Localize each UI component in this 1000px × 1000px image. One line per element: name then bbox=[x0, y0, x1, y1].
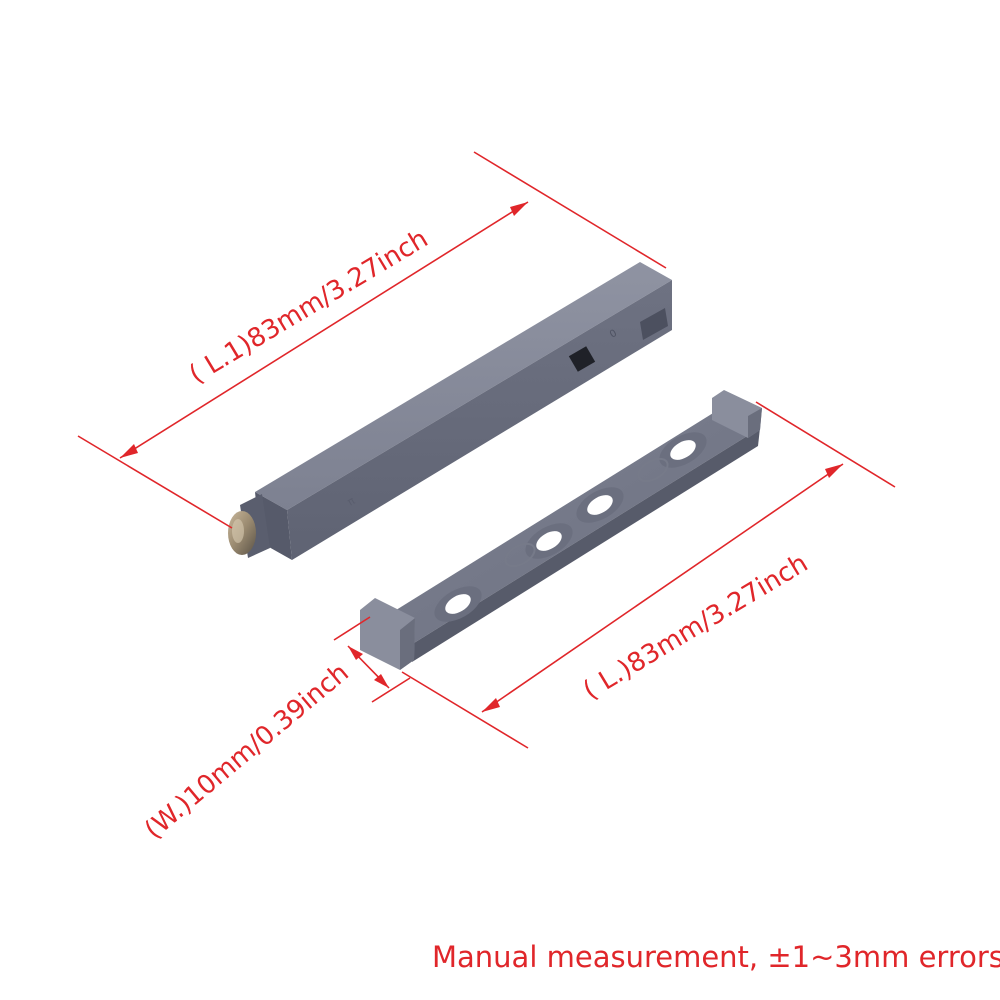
plate-edge bbox=[412, 428, 760, 662]
latch-top-face bbox=[255, 262, 672, 510]
screw-holes bbox=[434, 432, 707, 622]
latch-length-label: ( L.1)83mm/3.27inch bbox=[184, 224, 433, 390]
latch-end-notch bbox=[640, 308, 668, 340]
plate-width-label: (W.)10mm/0.39inch bbox=[139, 658, 354, 846]
dimension-lines bbox=[77, 151, 896, 749]
svg-text:0: 0 bbox=[608, 328, 619, 341]
plate-extension-left bbox=[401, 671, 529, 749]
latch-extension-left bbox=[77, 435, 233, 529]
latch-slot bbox=[568, 346, 596, 372]
plate-length-label: ( L.)83mm/3.27inch bbox=[578, 548, 813, 706]
plate-length-line bbox=[481, 463, 844, 713]
latch-length-line bbox=[119, 201, 529, 459]
latch-front-face bbox=[287, 280, 672, 560]
measurement-note: Manual measurement, ±1~3mm errors. bbox=[432, 940, 1000, 974]
latch-extension-right bbox=[473, 151, 667, 269]
plate-extension-right bbox=[755, 401, 896, 488]
push-latch: 0 π bbox=[228, 262, 672, 560]
mounting-plate bbox=[360, 390, 762, 670]
